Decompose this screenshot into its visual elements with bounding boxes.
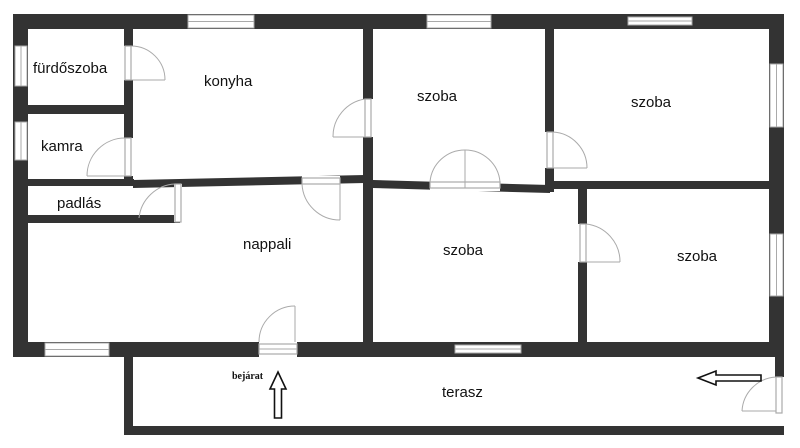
room-label-kitchen: konyha	[204, 73, 253, 90]
room-label-room-bottom-right: szoba	[677, 248, 718, 265]
window	[14, 121, 28, 161]
window	[454, 344, 522, 354]
wall-top-right-bottom	[550, 181, 769, 189]
interior-walls	[28, 29, 769, 342]
room-label-terrace: terasz	[442, 384, 483, 401]
terrace-wall-left	[124, 357, 133, 435]
wall-pantry-bottom	[28, 179, 134, 186]
wall-top-rooms-divider	[545, 29, 554, 192]
windows	[14, 14, 784, 357]
window	[627, 16, 693, 26]
room-labels: fürdőszoba konyha szoba szoba kamra padl…	[33, 60, 718, 401]
door	[86, 137, 133, 177]
window	[14, 45, 28, 87]
wall-bath-pantry	[28, 105, 124, 114]
terrace-wall-right	[775, 357, 784, 377]
door	[741, 376, 784, 414]
arrow-up-icon	[268, 370, 288, 419]
door	[578, 223, 621, 263]
room-label-living-room: nappali	[243, 236, 291, 253]
wall-center-vertical	[363, 29, 373, 342]
door	[124, 45, 166, 81]
room-label-room-top-right: szoba	[631, 94, 672, 111]
room-label-room-top-middle: szoba	[417, 88, 458, 105]
wall-kitchen-bath	[124, 29, 133, 182]
terrace-walls	[124, 357, 784, 435]
double-door	[429, 149, 501, 191]
wall-bottom	[13, 342, 784, 357]
window	[44, 342, 110, 357]
window	[426, 14, 492, 29]
window	[187, 14, 255, 29]
entrance-label: bejárat	[232, 371, 264, 382]
door	[301, 176, 341, 221]
wall-attic-bottom	[28, 215, 180, 223]
wall-bottom-rooms-divider	[578, 185, 587, 342]
door	[332, 98, 373, 138]
room-label-attic: padlás	[57, 195, 101, 212]
terrace-wall-bottom	[124, 426, 784, 435]
arrow-left-icon	[695, 369, 762, 387]
room-label-room-bottom-middle: szoba	[443, 242, 484, 259]
entrance-door	[258, 305, 298, 357]
door	[138, 183, 182, 223]
window	[769, 63, 784, 128]
window	[769, 233, 784, 297]
room-label-bathroom: fürdőszoba	[33, 60, 108, 77]
room-label-pantry: kamra	[41, 138, 83, 155]
wall-left	[13, 14, 28, 357]
doors	[86, 45, 784, 414]
door	[545, 131, 588, 169]
